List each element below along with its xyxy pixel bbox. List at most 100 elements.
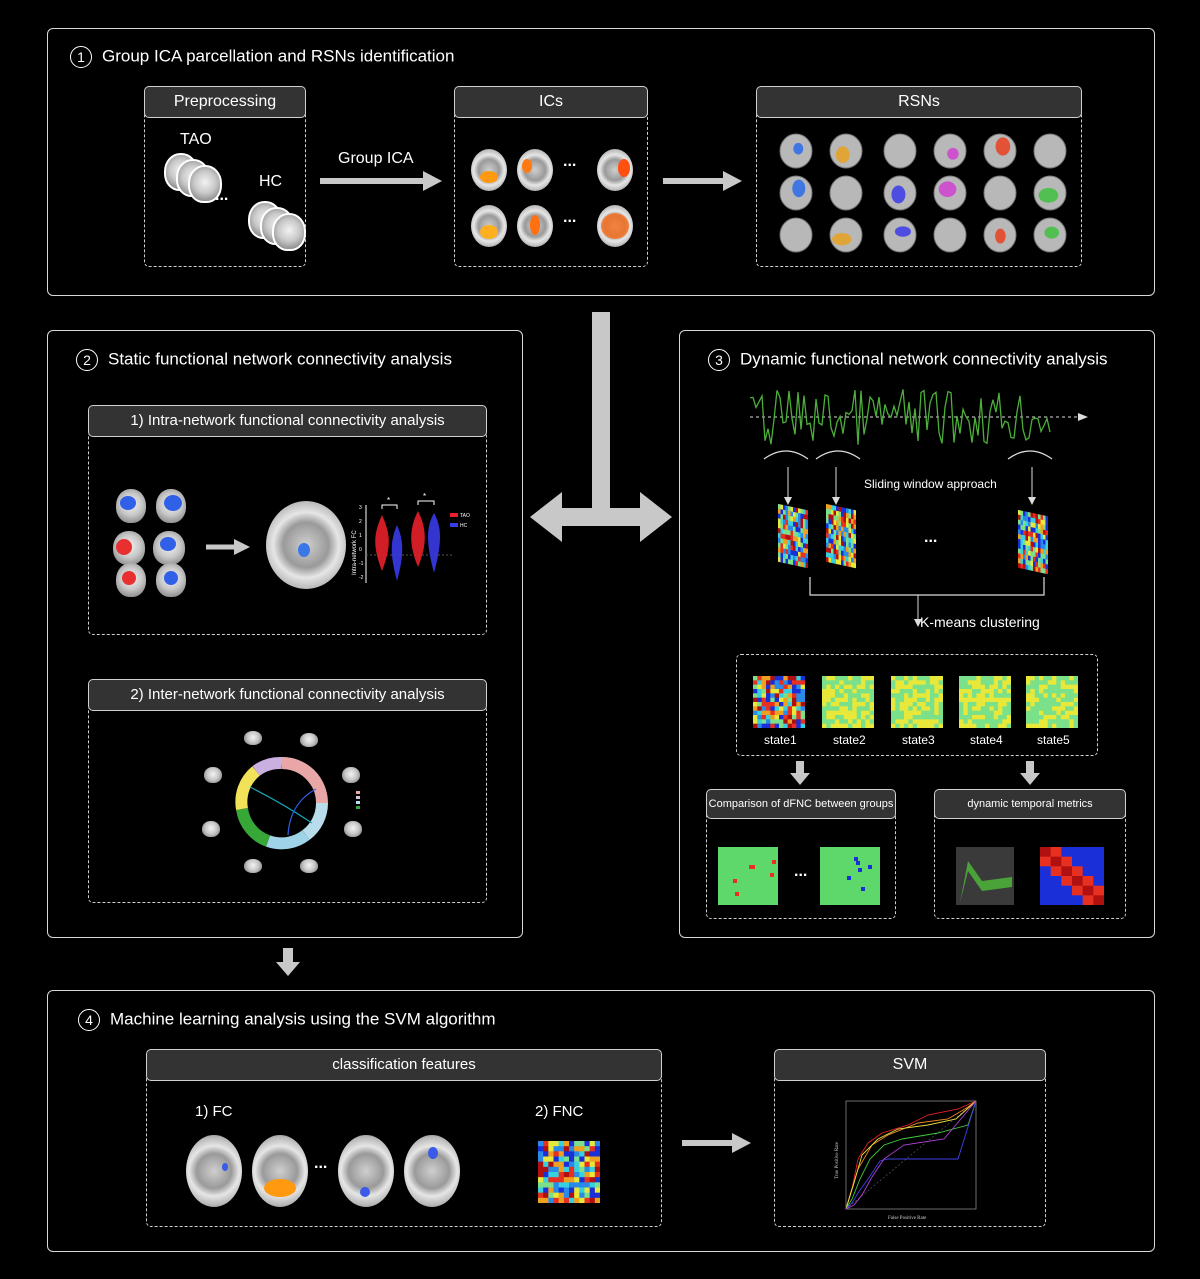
ic-image-1 — [471, 149, 507, 191]
chord-ring — [281, 757, 328, 804]
rsns-header: RSNs — [756, 86, 1082, 118]
panel2-title-text: Static functional network connectivity a… — [108, 349, 452, 369]
sig-star-2: * — [423, 492, 426, 501]
roc-curve-5 — [845, 1100, 977, 1210]
chord-brain-4 — [342, 767, 360, 783]
window-bracket-2 — [815, 450, 861, 460]
network-blob-3 — [116, 539, 132, 555]
roc-curve-4 — [845, 1100, 977, 1210]
roc-curve-1 — [845, 1100, 977, 1210]
rsn-activation — [1044, 226, 1059, 239]
roc-plot: False Positive Rate True Positive Rate — [835, 1100, 977, 1221]
rsn-activation — [947, 147, 959, 160]
state-matrix-4 — [959, 676, 1011, 728]
violin-ytick: 0 — [359, 547, 362, 553]
fc-slice-1 — [186, 1135, 242, 1207]
violin-hc-1 — [391, 525, 403, 581]
window-bracket-1 — [763, 450, 809, 460]
fc-slice-4 — [404, 1135, 460, 1207]
chord-brain-1 — [244, 731, 262, 745]
arrow-group-ica — [320, 171, 442, 191]
state-label-3: state3 — [902, 733, 935, 747]
chord-brain-6 — [344, 821, 362, 837]
arrow-to-ml — [276, 948, 300, 976]
chord-link-2 — [287, 788, 317, 836]
panel3-number: 3 — [708, 349, 730, 371]
rsn-brain — [933, 217, 967, 253]
fnc-label: 2) FNC — [535, 1103, 584, 1120]
roc-curve-3 — [845, 1100, 977, 1210]
rsn-activation — [1038, 187, 1059, 203]
state-matrix-5 — [1026, 676, 1078, 728]
network-blob-4 — [160, 537, 176, 551]
bold-time-series — [749, 389, 1088, 460]
fc-activation-2 — [264, 1179, 296, 1197]
state-label-5: state5 — [1037, 733, 1070, 747]
temporal-header: dynamic temporal metrics — [934, 789, 1126, 819]
rsns-grid — [779, 133, 1067, 253]
ic-activation-4 — [480, 225, 498, 239]
state-matrix-3 — [891, 676, 943, 728]
ic-activation-2 — [522, 159, 532, 173]
network-blob-6 — [164, 571, 178, 585]
chord-brain-5 — [202, 821, 220, 837]
arrow-to-svm — [682, 1133, 751, 1153]
rsn-brain — [779, 217, 813, 253]
state-label-4: state4 — [970, 733, 1003, 747]
state-label-1: state1 — [764, 733, 797, 747]
inter-network-header: 2) Inter-network functional connectivity… — [88, 679, 487, 711]
ic-activation-1 — [480, 171, 498, 183]
rsn-brain — [983, 175, 1017, 211]
panel-static-fnc: 2 Static functional network connectivity … — [47, 330, 523, 938]
preprocessing-header: Preprocessing — [144, 86, 306, 118]
kmeans-label: K-means clustering — [920, 614, 1040, 630]
ic-activation-6 — [601, 213, 629, 239]
panel1-title-text: Group ICA parcellation and RSNs identifi… — [102, 46, 455, 66]
ic-activation-3 — [618, 159, 630, 177]
chord-link-1 — [249, 786, 313, 824]
rsn-activation — [793, 142, 804, 155]
network-blob-1 — [120, 496, 136, 510]
violin-ytick: 2 — [359, 519, 362, 525]
violin-hc-2 — [428, 513, 440, 573]
violin-ytick: -1 — [359, 561, 364, 567]
hc-scan-3 — [272, 213, 306, 251]
sig-star-1: * — [387, 496, 390, 505]
arrow-intra — [206, 539, 250, 555]
rsn-activation — [894, 226, 911, 237]
window-matrix-2 — [826, 503, 856, 569]
fc-label: 1) FC — [195, 1103, 233, 1120]
ics-dots-1: ... — [563, 153, 577, 170]
roc-ylabel: True Positive Rate — [835, 1141, 840, 1179]
connector-arrows — [530, 312, 672, 542]
window-matrix-1 — [778, 503, 808, 569]
arrows-to-results — [790, 761, 1040, 785]
hc-label: HC — [259, 173, 283, 190]
rsn-brain — [1033, 133, 1067, 169]
sig-bracket-2 — [417, 500, 435, 505]
chord-brain-8 — [300, 859, 318, 873]
violin-legend-tao: TAO — [460, 513, 470, 519]
compare-dots: ... — [794, 863, 808, 880]
rsn-activation — [891, 185, 906, 204]
tao-label: TAO — [180, 131, 212, 148]
violin-legend-hc: HC — [460, 523, 468, 529]
rsn-activation — [995, 228, 1006, 244]
ics-dots-2: ... — [563, 209, 577, 226]
compare-matrix-1 — [718, 847, 778, 905]
ic-activation-5 — [530, 215, 540, 235]
sliding-window-label: Sliding window approach — [864, 477, 997, 491]
network-blob-2 — [164, 495, 182, 511]
violin-ytick: -2 — [359, 575, 364, 581]
panel4-number: 4 — [78, 1009, 100, 1031]
ics-header: ICs — [454, 86, 648, 118]
compare-header: Comparison of dFNC between groups — [706, 789, 896, 819]
rsn-activation — [938, 181, 957, 198]
window-dots: ... — [924, 529, 938, 546]
